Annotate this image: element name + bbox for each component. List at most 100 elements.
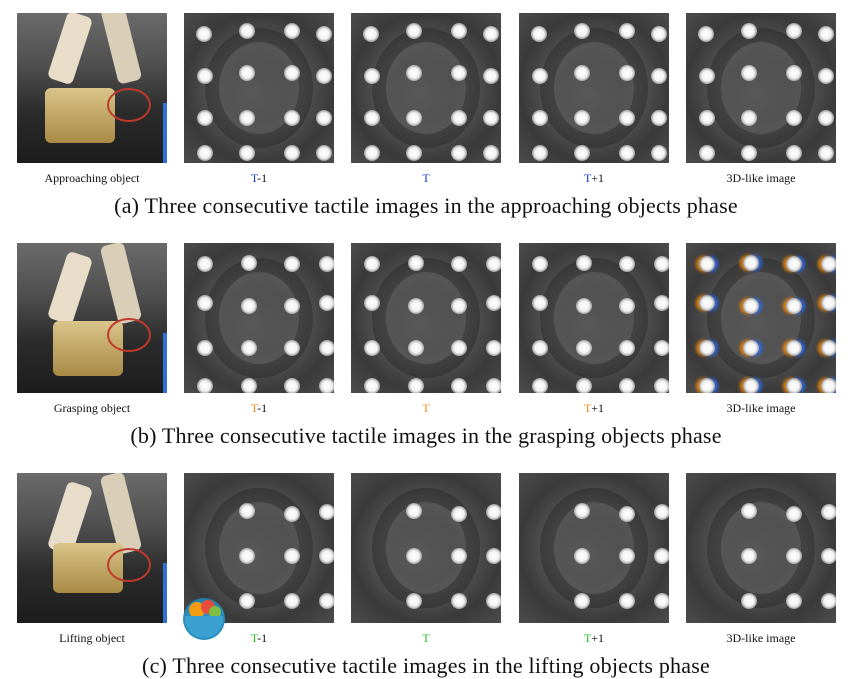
marker-dot <box>485 256 501 272</box>
marker-dot <box>532 144 548 161</box>
marker-dot <box>817 110 834 126</box>
marker-dot <box>650 110 667 126</box>
marker-dot <box>653 504 669 520</box>
sensor-ring <box>372 28 480 148</box>
tactile-image <box>351 473 501 623</box>
marker-dot <box>699 144 715 161</box>
marker-dot <box>699 340 715 356</box>
marker-dot <box>786 144 802 161</box>
marker-dot <box>240 377 257 393</box>
time-step-symbol: T <box>250 401 258 415</box>
sensor-ring <box>372 258 480 378</box>
marker-dot <box>482 26 499 42</box>
tactile-image <box>351 13 501 163</box>
marker-dot <box>406 110 422 126</box>
marker-dot <box>786 298 802 314</box>
photo-label: Lifting object <box>59 631 125 645</box>
marker-dot <box>619 298 635 314</box>
marker-dot <box>575 298 592 314</box>
marker-dot <box>574 547 590 564</box>
tile-label: 3D-like image <box>686 171 836 186</box>
marker-dot <box>619 65 635 81</box>
marker-dot <box>485 592 501 609</box>
marker-dot <box>315 68 332 84</box>
marker-dot <box>197 68 213 84</box>
blue-cable <box>163 563 167 623</box>
tile-label: T+1 <box>519 631 669 646</box>
marker-dot <box>284 23 300 39</box>
marker-dot <box>364 340 380 356</box>
tactile-image <box>519 243 669 393</box>
object-photo <box>17 13 167 163</box>
marker-dot <box>653 377 669 393</box>
marker-dot <box>407 298 424 314</box>
tactile-image <box>184 13 334 163</box>
time-step-offset: +1 <box>591 401 605 415</box>
marker-dot <box>318 377 334 393</box>
blue-cable <box>163 103 167 163</box>
marker-dot <box>532 377 548 393</box>
marker-dot <box>364 110 380 126</box>
tactile-image <box>686 243 836 393</box>
marker-dot <box>485 340 501 356</box>
marker-dot <box>741 547 757 564</box>
marker-dot <box>699 256 715 272</box>
marker-dot <box>284 505 300 522</box>
tactile-image <box>519 13 669 163</box>
marker-dot <box>619 547 635 564</box>
marker-dot <box>284 340 300 356</box>
marker-dot <box>532 295 548 311</box>
tile-label: T-1 <box>184 631 334 646</box>
tactile-image <box>686 473 836 623</box>
marker-dot <box>284 377 300 393</box>
marker-dot <box>653 256 669 272</box>
bowl <box>185 616 223 638</box>
marker-dot <box>239 110 255 126</box>
marker-dot <box>741 502 757 519</box>
marker-dot <box>786 592 802 609</box>
tile-label: T-1 <box>184 171 334 186</box>
marker-dot <box>817 144 834 161</box>
marker-dot <box>786 505 802 522</box>
marker-dot <box>742 377 759 393</box>
marker-dot <box>820 256 836 272</box>
marker-dot <box>820 377 836 393</box>
red-wire <box>107 318 151 352</box>
marker-dot <box>485 547 501 564</box>
marker-dot <box>619 340 635 356</box>
marker-dot <box>741 144 757 161</box>
marker-dot <box>699 68 715 84</box>
marker-dot <box>650 26 667 42</box>
tactile-image <box>184 473 334 623</box>
time-step-offset: 3D-like image <box>726 171 796 185</box>
marker-dot <box>451 65 467 81</box>
tile-label: T+1 <box>519 171 669 186</box>
marker-dot <box>197 256 213 272</box>
sensor-ring <box>540 28 648 148</box>
sensor-ring <box>707 258 815 378</box>
marker-dot <box>653 295 669 311</box>
marker-dot <box>451 144 467 161</box>
time-step-offset: -1 <box>257 631 268 645</box>
marker-dot <box>699 110 715 126</box>
marker-dot <box>315 144 332 161</box>
marker-dot <box>742 254 759 271</box>
marker-dot <box>574 592 590 609</box>
marker-dot <box>619 144 635 161</box>
marker-dot <box>451 23 467 39</box>
time-step-symbol: T <box>422 171 430 185</box>
tactile-image <box>519 473 669 623</box>
marker-dot <box>407 254 424 271</box>
marker-dot <box>239 144 255 161</box>
marker-dot <box>407 377 424 393</box>
marker-dot <box>197 340 213 356</box>
sensor-ring <box>205 488 313 608</box>
marker-dot <box>619 505 635 522</box>
tile-label: T <box>351 171 501 186</box>
marker-dot <box>197 110 213 126</box>
grasped-object <box>45 88 115 143</box>
tile-label: T <box>351 401 501 416</box>
marker-dot <box>318 256 334 272</box>
marker-dot <box>284 144 300 161</box>
marker-dot <box>284 110 300 126</box>
